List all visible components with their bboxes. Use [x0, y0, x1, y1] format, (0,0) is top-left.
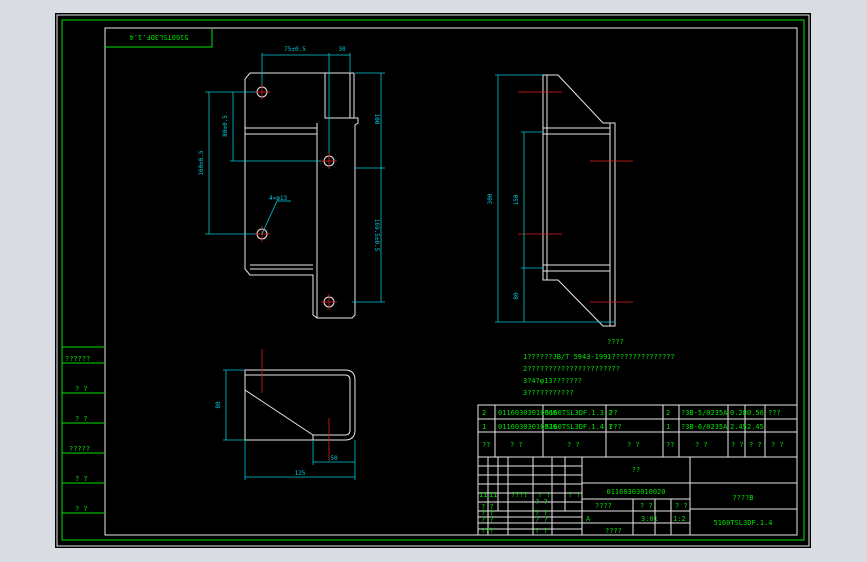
bottom-view — [244, 349, 356, 461]
bom-r1-c5: ?3B-6/0235A — [681, 423, 728, 431]
outer-border — [56, 14, 810, 547]
bom-r2-c0: ?? — [482, 441, 490, 449]
dim-bottom-w1: 50 — [330, 455, 338, 462]
dim-top-w1: 75±0.5 — [284, 46, 306, 53]
tb-mid-r1-2: ? ? — [675, 502, 688, 510]
technical-notes: ???? 1??????JB/T 5943-1991??????????????… — [523, 338, 675, 397]
strip-label-2: ? ? — [75, 415, 88, 423]
tb-mid-r2-2: 3.01 — [641, 515, 658, 523]
tb-small-r1-1: 11 — [489, 491, 497, 499]
dim-left-d1: 80±0.5 — [222, 115, 229, 137]
bom-r0-c4: 2 — [666, 409, 670, 417]
bom-r2-c5: ? ? — [695, 441, 708, 449]
tb-mid-r1-0: ???? — [595, 502, 612, 510]
bom-r0-c5: ?3B-5/0235A — [681, 409, 728, 417]
bom-r2-c3: ? ? — [627, 441, 640, 449]
cad-drawing-canvas: 5160TSL3DF.1.4 ?????? ? ? ? ? ????? ? ? … — [55, 13, 811, 548]
bom-r2-c2: ? ? — [567, 441, 580, 449]
bom-r1-c7: 2.45 — [747, 423, 764, 431]
bom-r1-c1: 01160303010020 — [498, 423, 557, 431]
bom-r2-c4: ?? — [666, 441, 674, 449]
bom-r2-c1: ? ? — [510, 441, 523, 449]
side-view — [518, 74, 633, 327]
tb-part-no: 01160303010020 — [606, 488, 665, 496]
tb-mid-r2-3: 1:2 — [673, 515, 686, 523]
bom-r0-c0: 2 — [482, 409, 486, 417]
dim-top-w2: 30 — [338, 46, 346, 53]
bom-r0-c2: 5160TSL3DF.1.3-2 — [545, 409, 612, 417]
tb-drawing-no: 5160TSL3DF.1.4 — [713, 519, 772, 527]
strip-label-3: ????? — [69, 445, 90, 453]
title-block: 11 11 ???? ? ? ? ? ? ? ? ? ? ? ? ? ? ? ?… — [477, 456, 798, 536]
note-line-1: 1??????JB/T 5943-1991??????????????? — [523, 353, 675, 361]
tb-small-r1-3: ? ? — [538, 491, 551, 499]
dim-height1: 100 — [373, 114, 380, 125]
strip-label-0: ?????? — [65, 355, 90, 363]
notes-title: ???? — [607, 338, 624, 346]
bom-r1-c0: 1 — [482, 423, 486, 431]
strip-label-5: ? ? — [75, 505, 88, 513]
bom-table: 2 01160303010060 5160TSL3DF.1.3-2 ?? 2 ?… — [477, 404, 798, 458]
tb-small-r5-0: ??? — [481, 527, 494, 535]
dim-side-mid: 150 — [513, 194, 520, 205]
tb-mid-r2-0: A — [586, 515, 591, 523]
note-line-3: 3?4?φ13??????? — [523, 377, 582, 385]
bom-r2-c6: ? ? — [731, 441, 744, 449]
tb-small-r2-1: ? ? — [481, 503, 494, 511]
dim-left-d2: 160±0.5 — [198, 150, 205, 176]
bom-r2-c7: ? ? — [749, 441, 762, 449]
dim-bottom-w2: 125 — [295, 470, 306, 477]
tb-name: ?? — [632, 466, 640, 474]
drawing-sheet: 5160TSL3DF.1.4 ?????? ? ? ? ? ????? ? ? … — [56, 14, 810, 547]
bom-r1-c3: ??? — [609, 423, 622, 431]
tb-mid-r2-1: ???? — [605, 527, 622, 535]
bottom-dimensions: 80 50 125 — [215, 369, 356, 480]
bom-r0-c1: 01160303010060 — [498, 409, 557, 417]
dim-side-low: 80 — [513, 292, 520, 300]
strip-label-1: ? ? — [75, 385, 88, 393]
bom-r1-c6: 2.45 — [730, 423, 747, 431]
tb-unit: ????B — [732, 494, 753, 502]
tb-small-r1-2: ???? — [511, 491, 528, 499]
dim-side-total: 300 — [487, 193, 494, 204]
tb-small-r1-0: 11 — [479, 491, 487, 499]
tb-small-r4-0: ? ? — [481, 516, 494, 524]
strip-label-4: ? ? — [75, 475, 88, 483]
sheet-border — [61, 19, 805, 541]
bom-r0-c8: ??? — [768, 409, 781, 417]
dim-height2: 169.5±0.5 — [373, 219, 380, 252]
inner-frame — [104, 27, 798, 536]
tb-mid-r1-1: ? ? — [640, 502, 653, 510]
note-line-2: 2?????????????????????? — [523, 365, 620, 373]
left-strip: ?????? ? ? ? ? ????? ? ? ? ? — [62, 346, 105, 514]
front-dimensions: 75±0.5 30 100 169.5±0.5 80±0.5 160±0.5 4… — [198, 46, 385, 303]
front-view — [244, 72, 359, 319]
bom-r0-c7: 0.56 — [747, 409, 764, 417]
side-dimensions: 300 150 80 — [487, 74, 615, 323]
tb-small-r2-0: ? ? — [535, 498, 548, 506]
tb-small-r3-1: ? ? — [535, 509, 548, 517]
bom-r0-c6: 0.28 — [730, 409, 747, 417]
bom-r1-c4: 1 — [666, 423, 670, 431]
dim-bottom-h: 80 — [215, 401, 222, 409]
tb-small-r5-1: ? ? — [535, 527, 548, 535]
tb-small-r3-0: ? ? — [481, 509, 494, 517]
bom-r2-c8: ? ? — [771, 441, 784, 449]
bom-r0-c3: ?? — [609, 409, 617, 417]
dim-hole: 4×φ13 — [269, 195, 287, 202]
tb-small-r4-1: ? ? — [535, 516, 548, 524]
bom-r1-c2: 5160TSL3DF.1.4-1 — [545, 423, 612, 431]
note-line-4: 3??????????? — [523, 389, 574, 397]
code-box — [105, 28, 213, 48]
mirrored-code: 5160TSL3DF.1.4 — [129, 33, 188, 41]
tb-small-r1-4: ? ? — [568, 491, 581, 499]
